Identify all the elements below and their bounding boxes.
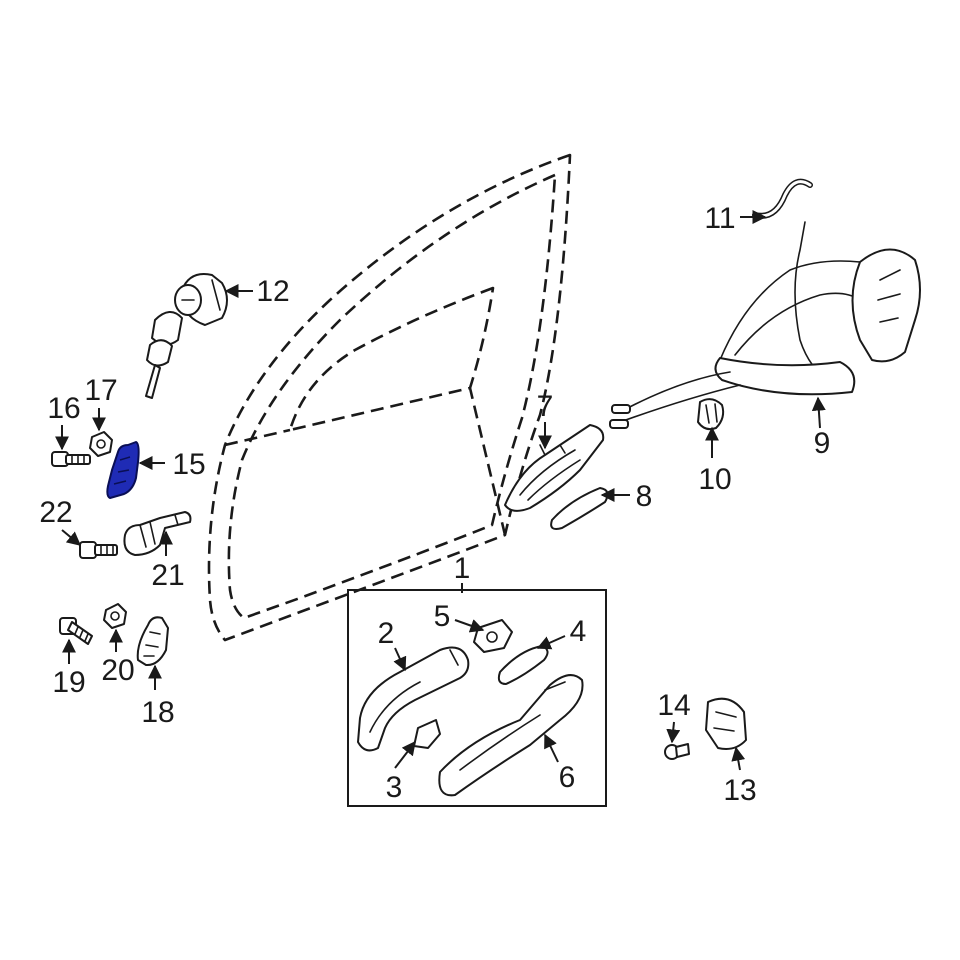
outside-handle-part-2 bbox=[357, 646, 470, 752]
lock-cylinder-with-keys bbox=[145, 273, 228, 399]
callout-6: 6 bbox=[559, 761, 576, 794]
callout-7: 7 bbox=[537, 390, 554, 423]
door-frame-outline bbox=[207, 153, 572, 642]
callout-4: 4 bbox=[570, 615, 587, 648]
striker-plate-part-13 bbox=[705, 697, 747, 750]
cylinder-cap-part-5 bbox=[473, 619, 513, 653]
callout-3: 3 bbox=[386, 771, 403, 804]
callout-5: 5 bbox=[434, 600, 451, 633]
handle-kit-box-part-1 bbox=[347, 589, 607, 807]
handle-cover-part-3 bbox=[413, 719, 441, 749]
door-bolt-part-16 bbox=[51, 451, 91, 467]
handle-gasket-part-4 bbox=[497, 645, 549, 685]
hex-nut-part-20 bbox=[103, 603, 127, 629]
lock-bracket-part-15-highlighted bbox=[106, 441, 140, 499]
callout-12: 12 bbox=[256, 275, 289, 308]
leader-lines bbox=[55, 210, 826, 771]
lock-rod-part-11 bbox=[752, 178, 813, 219]
callout-22: 22 bbox=[39, 496, 72, 529]
callout-13: 13 bbox=[723, 774, 756, 807]
handle-escutcheon-part-8 bbox=[550, 487, 609, 530]
callout-14: 14 bbox=[657, 689, 690, 722]
door-latch-actuator-part-9 bbox=[609, 221, 921, 429]
callout-19: 19 bbox=[52, 666, 85, 699]
rod-holder-part-21 bbox=[123, 511, 192, 556]
callout-1: 1 bbox=[454, 552, 471, 585]
striker-screw-part-14 bbox=[664, 743, 690, 760]
callout-17: 17 bbox=[84, 374, 117, 407]
callout-16: 16 bbox=[47, 392, 80, 425]
door-bolt-part-19 bbox=[59, 617, 93, 645]
callout-15: 15 bbox=[172, 448, 205, 481]
hex-nut-part-17 bbox=[89, 431, 113, 457]
cable-clip-part-10 bbox=[697, 398, 725, 431]
callout-11: 11 bbox=[704, 202, 735, 235]
inside-handle-part-7 bbox=[504, 424, 605, 512]
callout-8: 8 bbox=[636, 480, 653, 513]
callout-labels: 1 2 3 4 5 6 7 8 9 10 11 12 13 14 15 16 1… bbox=[39, 202, 830, 807]
door-bracket-part-18 bbox=[136, 616, 169, 667]
handle-base-part-6 bbox=[438, 674, 584, 797]
callout-2: 2 bbox=[378, 617, 395, 650]
door-bolt-part-22 bbox=[79, 541, 118, 559]
callout-10: 10 bbox=[698, 463, 731, 496]
callout-21: 21 bbox=[151, 559, 184, 592]
callout-18: 18 bbox=[141, 696, 174, 729]
callout-9: 9 bbox=[814, 427, 831, 460]
callout-20: 20 bbox=[101, 654, 134, 687]
